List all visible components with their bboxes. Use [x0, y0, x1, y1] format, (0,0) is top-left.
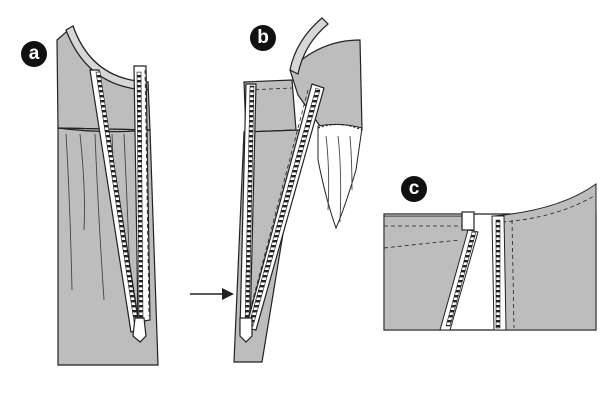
panel-b-stitch-line — [245, 89, 309, 327]
panel-b-zipper-teeth-right — [248, 87, 321, 327]
panel-c-zipper-teeth-left — [445, 231, 477, 327]
panel-b-neck-facing — [289, 17, 329, 75]
panel-c-fabric-right — [493, 183, 597, 331]
panel-label-b: b — [250, 25, 276, 51]
panel-label-c: c — [401, 176, 427, 202]
panel-c-seam-left — [383, 239, 461, 249]
panel-c-drawing — [383, 183, 597, 331]
panel-c-stitch-right — [501, 195, 595, 223]
panel-a-zipper-pull — [132, 317, 147, 343]
arrow-right-icon — [190, 288, 234, 300]
panel-b-zipper-pull — [239, 317, 253, 343]
panel-label-a: a — [21, 41, 47, 67]
panel-b-drawing — [190, 17, 363, 363]
panel-a-stitch-line — [144, 69, 150, 317]
panel-b-gather-stitch — [317, 123, 363, 131]
panel-a-drawing — [56, 24, 159, 366]
panel-b-gathers — [325, 135, 353, 223]
panel-c-zipper-tab — [461, 211, 475, 231]
panel-c-zipper-teeth-right — [495, 219, 501, 329]
